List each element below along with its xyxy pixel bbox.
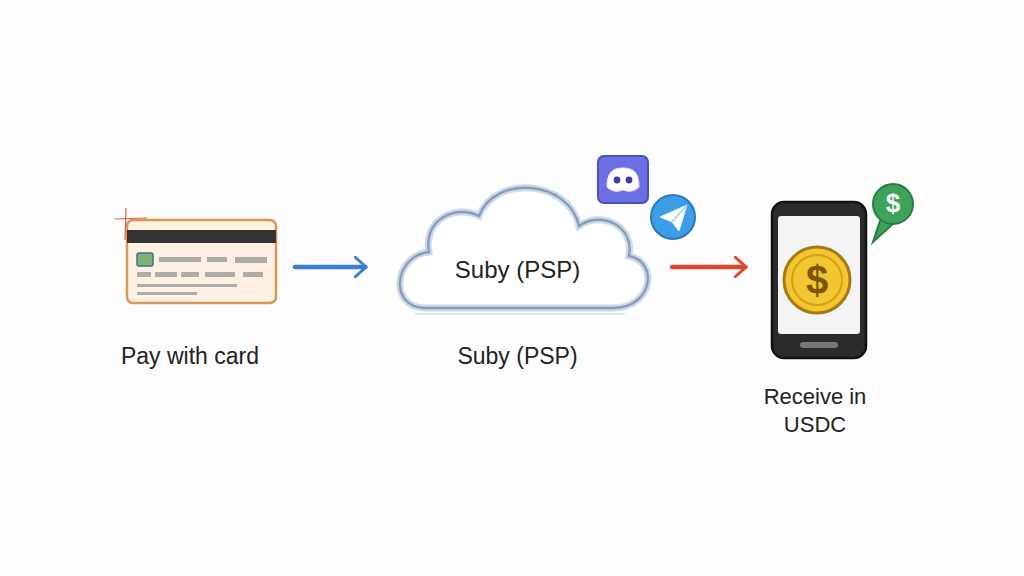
- card-print: [235, 257, 267, 263]
- cloud-outline: [400, 188, 648, 308]
- card-print: [137, 272, 151, 277]
- card-print: [155, 272, 177, 277]
- icon-background: [651, 195, 695, 239]
- icon-glyph: [607, 168, 639, 191]
- card-print: [205, 272, 235, 277]
- currency-symbol: $: [863, 188, 923, 219]
- magnetic-stripe: [127, 230, 276, 243]
- card-print: [181, 272, 199, 277]
- card-print: [243, 272, 263, 277]
- icon-glyph: [660, 205, 687, 231]
- flow-arrow: [672, 265, 745, 270]
- cloud-shape: [385, 170, 650, 320]
- telegram-icon: [651, 195, 695, 239]
- flow-arrow: [295, 265, 365, 270]
- cloud-shadow: [415, 313, 625, 315]
- node-label: Receive in USDC: [745, 383, 885, 439]
- cloud-node: Suby (PSP)Suby (PSP): [385, 170, 650, 320]
- card-print: [159, 257, 201, 262]
- node-label: Pay with card: [70, 342, 310, 370]
- phone-button: [800, 342, 838, 348]
- discord-icon: [598, 156, 648, 203]
- cloud-shade: [400, 188, 648, 308]
- card-chip: [137, 253, 153, 266]
- bubble-tail: [873, 218, 895, 242]
- card-shape: [125, 218, 278, 305]
- node-label: Suby (PSP): [385, 256, 650, 284]
- currency-symbol: $: [787, 256, 847, 304]
- card-node: Pay with card: [125, 218, 278, 305]
- card-body: [127, 220, 276, 303]
- icon-background: [598, 156, 648, 203]
- card-print: [137, 292, 197, 295]
- card-print: [207, 257, 227, 262]
- sketch-mark: [115, 208, 147, 240]
- icon-eye: [626, 177, 633, 184]
- phone-screen: [778, 216, 860, 334]
- icon-eye: [614, 177, 621, 184]
- icon-fold: [672, 205, 687, 222]
- coin: [784, 247, 850, 313]
- phone-body: [772, 202, 866, 358]
- node-caption: Suby (PSP): [385, 342, 650, 370]
- card-print: [137, 284, 237, 287]
